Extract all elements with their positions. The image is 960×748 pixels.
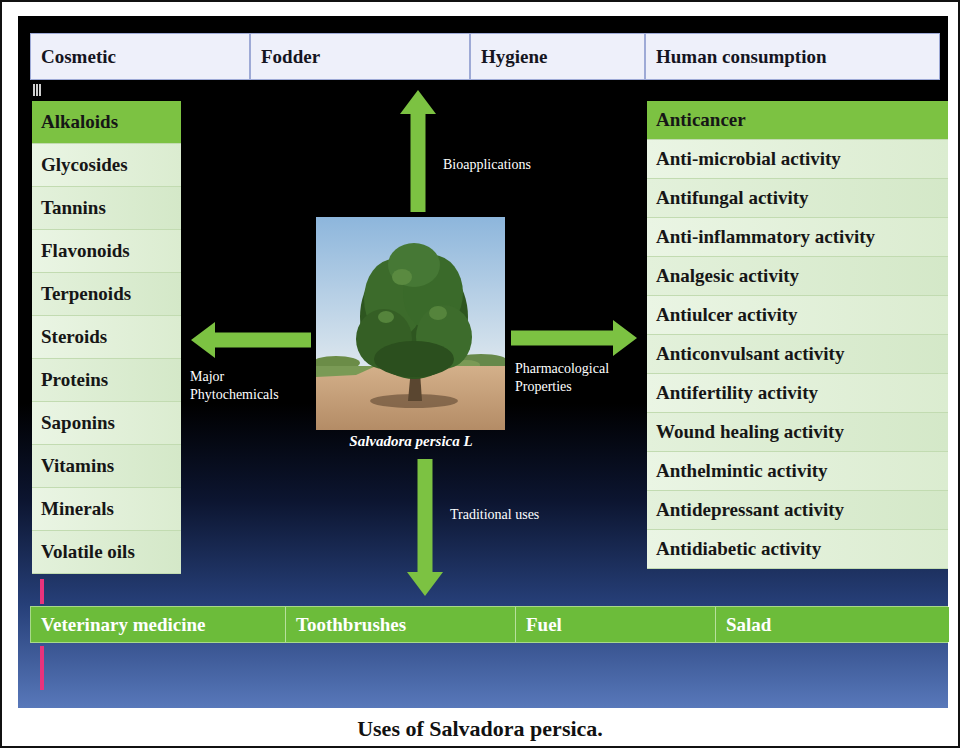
pink-bar bbox=[40, 646, 44, 690]
list-text: Antiulcer activity bbox=[656, 304, 798, 326]
field bbox=[316, 366, 376, 377]
bioapplication-cell: Human consumption bbox=[645, 33, 940, 80]
figure-caption: Uses of Salvadora persica. bbox=[0, 714, 960, 744]
list-text: Minerals bbox=[41, 498, 114, 520]
traditional-use-text: Veterinary medicine bbox=[41, 614, 205, 636]
list-text: Antifertility activity bbox=[656, 382, 818, 404]
list-text: Antidepressant activity bbox=[656, 499, 844, 521]
list-row: Analgesic activity bbox=[647, 257, 948, 296]
list-row: Anticonvulsant activity bbox=[647, 335, 948, 374]
list-row: Wound healing activity bbox=[647, 413, 948, 452]
list-text: Tannins bbox=[41, 197, 106, 219]
leaf-highlight bbox=[378, 311, 394, 323]
phytochemical-list: AlkaloidsGlycosidesTanninsFlavonoidsTerp… bbox=[32, 101, 181, 574]
list-row: Antifungal activity bbox=[647, 179, 948, 218]
tick-mark bbox=[36, 84, 38, 96]
list-text: Anticancer bbox=[656, 109, 746, 131]
traditional-use-cell: Veterinary medicine bbox=[31, 607, 286, 642]
list-row: Anthelmintic activity bbox=[647, 452, 948, 491]
tree-canopy bbox=[388, 243, 440, 287]
arrow-label: Traditional uses bbox=[450, 506, 539, 524]
list-text: Proteins bbox=[41, 369, 108, 391]
block-arrow bbox=[400, 90, 436, 212]
tick-mark bbox=[33, 84, 35, 96]
list-row: Vitamins bbox=[32, 445, 181, 488]
list-row: Antiulcer activity bbox=[647, 296, 948, 335]
list-row: Glycosides bbox=[32, 144, 181, 187]
phytochemical-arrow bbox=[191, 322, 311, 358]
list-text: Analgesic activity bbox=[656, 265, 799, 287]
arrow-label: Major Phytochemicals bbox=[190, 368, 302, 403]
bioapplication-text: Cosmetic bbox=[41, 46, 116, 68]
traditional-use-cell: Salad bbox=[716, 607, 949, 642]
species-photo-node: Salvadora persica L bbox=[316, 217, 506, 454]
list-text: Antidiabetic activity bbox=[656, 538, 821, 560]
list-row: Volatile oils bbox=[32, 531, 181, 574]
list-text: Wound healing activity bbox=[656, 421, 844, 443]
list-row: Antidepressant activity bbox=[647, 491, 948, 530]
list-text: Volatile oils bbox=[41, 541, 135, 563]
list-text: Saponins bbox=[41, 412, 115, 434]
list-row: Antidiabetic activity bbox=[647, 530, 948, 569]
traditional-use-text: Fuel bbox=[526, 614, 562, 636]
block-arrow bbox=[511, 320, 637, 356]
tree-photo bbox=[316, 217, 505, 430]
pharmacology-list: AnticancerAnti-microbial activityAntifun… bbox=[647, 101, 948, 569]
tick-mark bbox=[39, 84, 41, 96]
list-row: Proteins bbox=[32, 359, 181, 402]
pharmacology-arrow bbox=[511, 320, 637, 356]
pink-bar bbox=[40, 579, 44, 604]
block-arrow bbox=[407, 459, 443, 596]
bioapplication-cell: Fodder bbox=[250, 33, 470, 80]
list-text: Vitamins bbox=[41, 455, 114, 477]
bioapplication-text: Human consumption bbox=[656, 46, 827, 68]
list-text: Antifungal activity bbox=[656, 187, 809, 209]
tree-canopy bbox=[374, 341, 454, 377]
list-row: Anti-inflammatory activity bbox=[647, 218, 948, 257]
list-text: Anthelmintic activity bbox=[656, 460, 828, 482]
list-row: Alkaloids bbox=[32, 101, 181, 144]
bioapplication-text: Hygiene bbox=[481, 46, 548, 68]
list-row: Flavonoids bbox=[32, 230, 181, 273]
bioapplication-cell: Hygiene bbox=[470, 33, 645, 80]
list-row: Terpenoids bbox=[32, 273, 181, 316]
traditional-use-cell: Fuel bbox=[516, 607, 716, 642]
list-text: Steroids bbox=[41, 326, 107, 348]
list-row: Saponins bbox=[32, 402, 181, 445]
list-row: Steroids bbox=[32, 316, 181, 359]
bioapplication-text: Fodder bbox=[261, 46, 320, 68]
list-text: Glycosides bbox=[41, 154, 128, 176]
traditional-use-text: Toothbrushes bbox=[296, 614, 406, 636]
leaf-highlight bbox=[392, 269, 412, 285]
species-caption: Salvadora persica L bbox=[349, 433, 472, 450]
list-row: Anticancer bbox=[647, 101, 948, 140]
block-arrow bbox=[191, 322, 311, 358]
bioapplication-cell: Cosmetic bbox=[30, 33, 250, 80]
traditional-use-bar: Veterinary medicine Toothbrushes Fuel Salad bbox=[30, 606, 948, 643]
list-text: Anti-inflammatory activity bbox=[656, 226, 875, 248]
list-row: Tannins bbox=[32, 187, 181, 230]
bioapplication-arrow bbox=[400, 90, 436, 212]
leaf-highlight bbox=[429, 306, 447, 320]
list-text: Anticonvulsant activity bbox=[656, 343, 844, 365]
list-row: Antifertility activity bbox=[647, 374, 948, 413]
list-text: Anti-microbial activity bbox=[656, 148, 841, 170]
arrow-label: Pharmacological Properties bbox=[515, 360, 640, 395]
list-text: Terpenoids bbox=[41, 283, 131, 305]
traditional-use-cell: Toothbrushes bbox=[286, 607, 516, 642]
arrow-label: Bioapplications bbox=[443, 156, 531, 174]
list-text: Flavonoids bbox=[41, 240, 130, 262]
list-text: Alkaloids bbox=[41, 111, 118, 133]
traditional-use-text: Salad bbox=[726, 614, 771, 636]
traditional-use-arrow bbox=[407, 459, 443, 596]
list-row: Minerals bbox=[32, 488, 181, 531]
bioapplication-bar: Cosmetic Fodder Hygiene Human consumption bbox=[30, 33, 940, 80]
list-row: Anti-microbial activity bbox=[647, 140, 948, 179]
